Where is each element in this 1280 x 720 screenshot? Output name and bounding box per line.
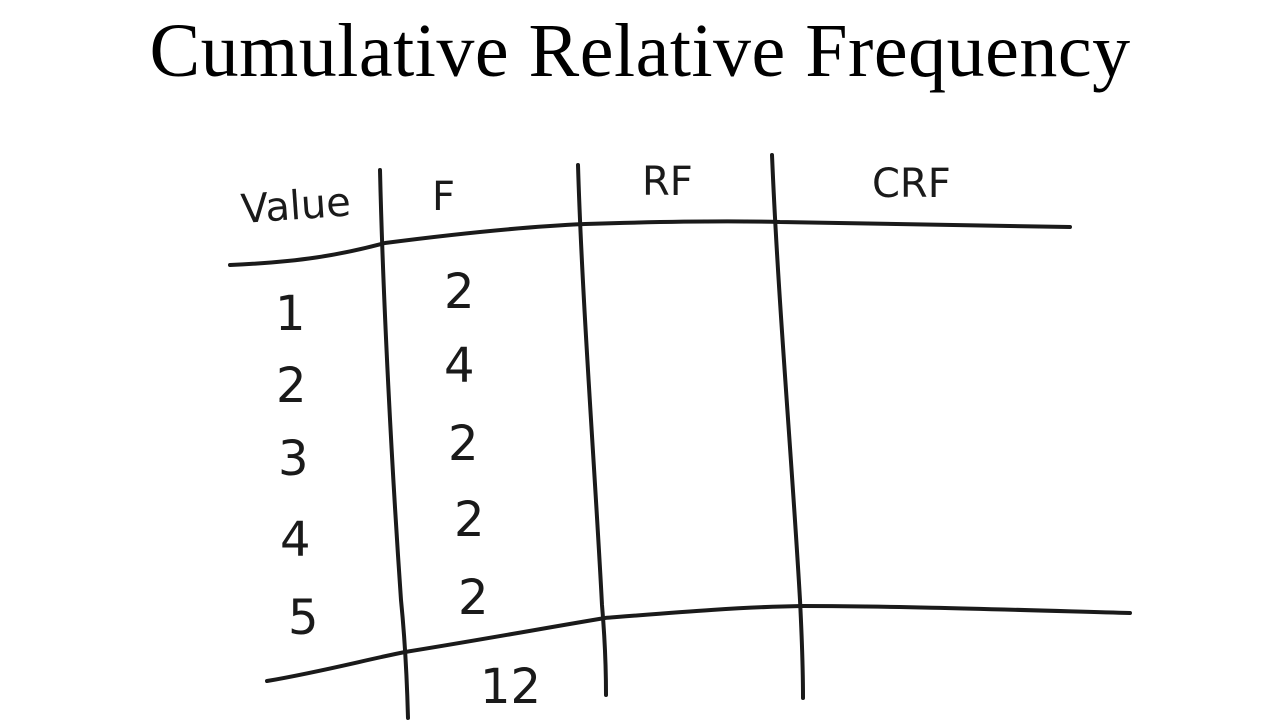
column-divider-f-rf <box>576 163 608 697</box>
f-cell: 2 <box>444 264 475 320</box>
f-cell: 2 <box>448 416 479 472</box>
header-rf: RF <box>642 159 693 205</box>
column-divider-value-f <box>378 168 410 720</box>
value-cell: 1 <box>275 286 306 342</box>
header-f: F <box>432 174 455 220</box>
header-rule-line <box>228 219 1072 267</box>
value-cell: 5 <box>288 590 319 646</box>
slide-title: Cumulative Relative Frequency <box>149 9 1131 93</box>
value-cell: 2 <box>276 358 307 414</box>
f-cell: 2 <box>458 570 489 626</box>
header-crf: CRF <box>872 161 951 207</box>
header-value: Value <box>239 179 352 233</box>
value-cell: 4 <box>280 512 311 568</box>
f-cell: 2 <box>454 492 485 548</box>
f-cell: 4 <box>444 338 475 394</box>
total-rule-line <box>265 604 1132 683</box>
value-cell: 3 <box>278 431 309 487</box>
column-divider-rf-crf <box>770 153 805 700</box>
f-total-cell: 12 <box>480 659 541 715</box>
